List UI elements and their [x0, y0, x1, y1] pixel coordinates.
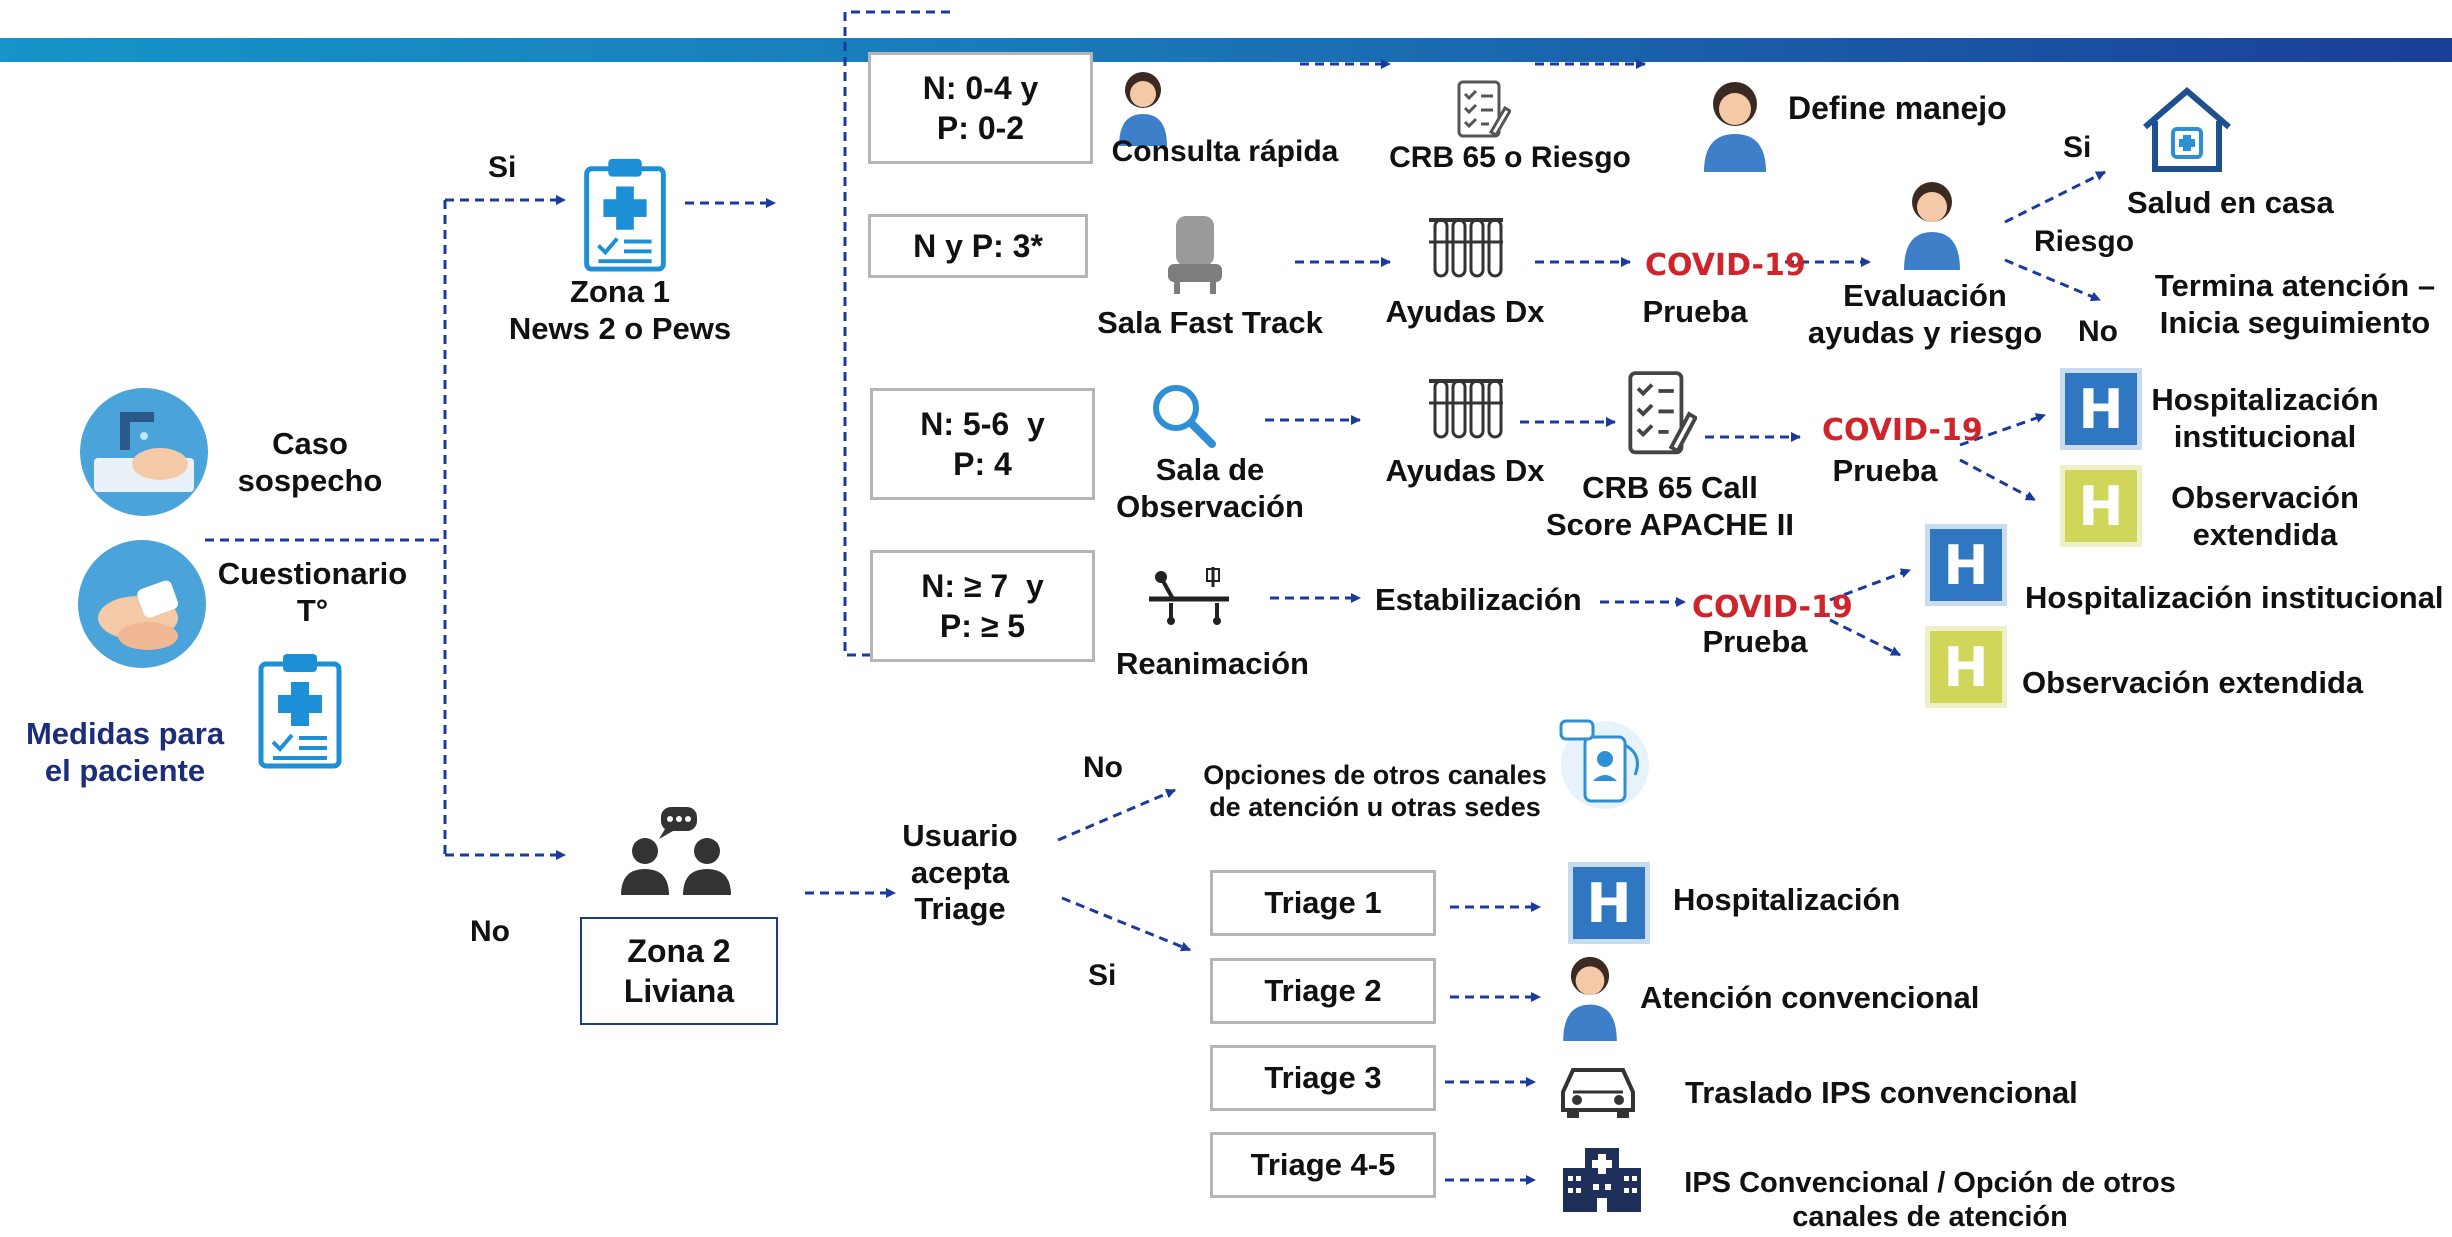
zona2-box: Zona 2 Liviana — [580, 917, 778, 1025]
prueba-label-r2: Prueba — [1642, 294, 1748, 329]
hand-washing-icon — [80, 388, 208, 516]
telemedicine-icon — [1555, 715, 1655, 811]
zona1-clipboard-icon — [580, 155, 670, 273]
sala-observacion-label: Sala de Observación — [1116, 452, 1304, 524]
covid19-logo-r2: COVID-19 — [1645, 248, 1806, 283]
hospitalizacion-institucional-label-r3: Hospitalización institucional — [2151, 382, 2379, 454]
crb65-apache-label: CRB 65 Call Score APACHE II — [1545, 470, 1795, 542]
riesgo-label: Riesgo — [2034, 225, 2135, 258]
branch-si-label: Si — [488, 151, 517, 184]
evaluacion-label: Evaluación ayudas y riesgo — [1807, 278, 2043, 350]
test-tubes-icon-r3 — [1425, 373, 1507, 445]
arrow-r3-obs — [1959, 458, 2036, 502]
sala-fast-track-label: Sala Fast Track — [1097, 305, 1323, 340]
zona1-label: Zona 1 News 2 o Pews — [508, 274, 732, 346]
consulta-rapida-label: Consulta rápida — [1111, 135, 1339, 168]
triage-box-2: Triage 2 — [1210, 958, 1436, 1024]
hand-sanitizer-icon — [78, 540, 206, 668]
triage3-result-label: Traslado IPS convencional — [1685, 1075, 2078, 1110]
observacion-extendida-label-r3: Observación extendida — [2171, 480, 2359, 552]
riesgo-si-label: Si — [2063, 131, 2092, 164]
usuario-acepta-triage-label: Usuario acepta Triage — [902, 818, 1018, 927]
arrow-r2-si — [2004, 170, 2106, 224]
caso-sospecho-label: Caso sospecho — [237, 426, 383, 498]
prueba-label-r4: Prueba — [1702, 624, 1808, 659]
criteria-box-r3: N: 5-6 y P: 4 — [870, 388, 1095, 500]
home-care-icon — [2137, 85, 2237, 175]
arrow-r4-obs — [1829, 618, 1901, 657]
branch-no-label: No — [470, 915, 510, 948]
hospital-building-icon — [1557, 1144, 1647, 1214]
reanimacion-label: Reanimación — [1116, 646, 1309, 681]
magnifier-icon — [1148, 380, 1218, 450]
nurse-icon-triage — [1558, 953, 1622, 1041]
seat-icon — [1160, 212, 1230, 296]
triage-box-3: Triage 3 — [1210, 1045, 1436, 1111]
acepta-no-label: No — [1083, 751, 1123, 784]
medidas-label: Medidas para el paciente — [25, 716, 225, 788]
triage1-result-label: Hospitalización — [1673, 882, 1901, 917]
stretcher-icon — [1143, 565, 1235, 627]
covid19-logo-r3: COVID-19 — [1822, 413, 1983, 448]
estabilizacion-label: Estabilización — [1375, 582, 1582, 617]
nurse-icon — [1115, 68, 1171, 146]
riesgo-no-label: No — [2078, 315, 2118, 348]
define-manejo-label: Define manejo — [1788, 90, 2007, 126]
triage4-result-label: IPS Convencional / Opción de otros canal… — [1684, 1167, 2176, 1234]
triage-box-1: Triage 1 — [1210, 870, 1436, 936]
hospital-h-icon: H — [1568, 862, 1650, 944]
test-tubes-icon — [1425, 212, 1507, 284]
ayudas-dx-label-r2: Ayudas Dx — [1385, 294, 1545, 329]
arrow-acepta-no — [1057, 788, 1176, 842]
criteria-box-r4: N: ≥ 7 y P: ≥ 5 — [870, 550, 1095, 662]
checklist-icon — [1455, 78, 1513, 140]
crb65-riesgo-label: CRB 65 o Riesgo — [1389, 141, 1631, 174]
triage-box-4: Triage 4-5 — [1210, 1132, 1436, 1198]
doctor-icon — [1700, 78, 1770, 172]
hospital-h-icon-r3: H — [2060, 368, 2142, 450]
covid19-logo-r4: COVID-19 — [1692, 590, 1853, 625]
observation-h-icon-r3: H — [2060, 465, 2142, 547]
acepta-si-label: Si — [1088, 959, 1117, 992]
header-gradient-bar — [0, 38, 2452, 62]
arrow-acepta-si — [1061, 896, 1191, 952]
car-icon — [1553, 1058, 1643, 1120]
nurse-icon-r2 — [1900, 178, 1964, 270]
arrow-r3-hosp — [1959, 413, 2046, 447]
cuestionario-label: Cuestionario T° — [217, 556, 408, 628]
checklist-icon-r3 — [1625, 368, 1699, 460]
prueba-label-r3: Prueba — [1832, 453, 1938, 488]
criteria-box-r2: N y P: 3* — [868, 214, 1088, 278]
observacion-extendida-label-r4: Observación extendida — [2022, 665, 2364, 700]
ayudas-dx-label-r3: Ayudas Dx — [1385, 453, 1545, 488]
salud-en-casa-label: Salud en casa — [2127, 185, 2334, 220]
observation-h-icon-r4: H — [1925, 626, 2007, 708]
criteria-box-r1: N: 0-4 y P: 0-2 — [868, 52, 1093, 164]
arrow-r2-no — [2004, 258, 2101, 302]
chat-people-icon — [615, 805, 737, 897]
triage2-result-label: Atención convencional — [1640, 980, 1980, 1015]
hospitalizacion-institucional-label-r4: Hospitalización institucional — [2025, 580, 2444, 615]
termina-atencion-label: Termina atención – Inicia seguimiento — [2154, 268, 2436, 340]
clipboard-icon — [255, 650, 345, 770]
hospital-h-icon-r4: H — [1925, 524, 2007, 606]
opciones-otros-canales-label: Opciones de otros canales de atención u … — [1203, 760, 1547, 822]
